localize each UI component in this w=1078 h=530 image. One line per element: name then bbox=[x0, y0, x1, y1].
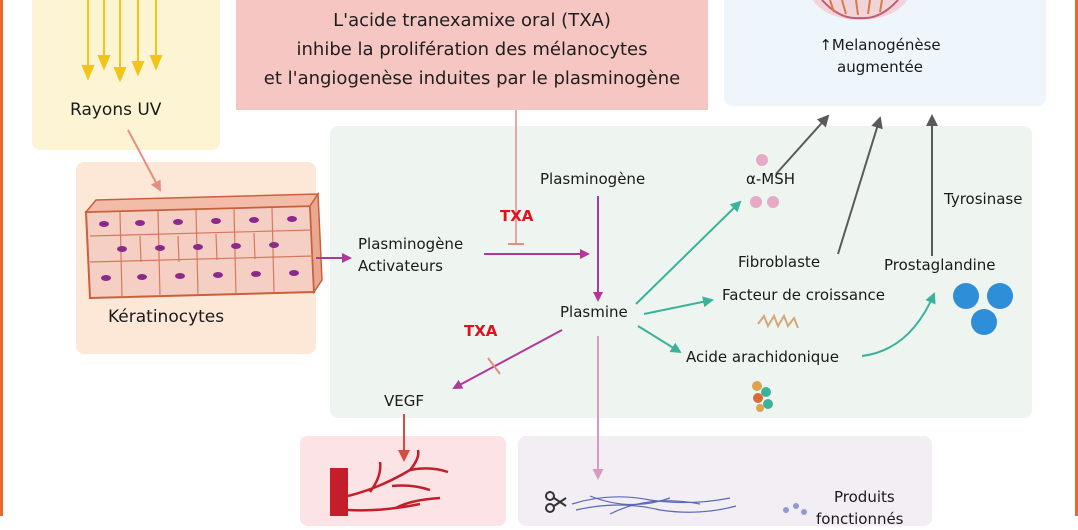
melanogenese-line1: ↑Melanogénèse bbox=[819, 36, 941, 54]
plasmine-label: Plasmine bbox=[560, 303, 628, 321]
products-panel bbox=[518, 436, 932, 526]
facteur-label: Facteur de croissance bbox=[722, 286, 885, 304]
frame-border-left bbox=[0, 0, 3, 516]
alpha-msh-label: α-MSH bbox=[746, 170, 796, 188]
blood-vessel-icon bbox=[330, 449, 449, 516]
uv-rays-icon bbox=[81, 0, 163, 83]
melanogenese-line2: augmentée bbox=[837, 58, 923, 76]
keratinocyte-tissue-icon bbox=[84, 191, 323, 300]
tyrosinase-label: Tyrosinase bbox=[944, 190, 1023, 208]
plasminogene-label: Plasminogène bbox=[540, 170, 646, 188]
melanocyte-icon bbox=[812, 0, 908, 20]
arrow-uv-keratinocytes bbox=[127, 129, 161, 192]
txa-summary-text: L'acide tranexamixe oral (TXA) inhibe la… bbox=[236, 6, 708, 93]
melanogenese-panel bbox=[724, 0, 1046, 106]
txa-summary-box bbox=[236, 0, 708, 110]
uv-panel bbox=[32, 0, 220, 150]
fragments-icon bbox=[783, 503, 807, 515]
arrow-plasmine-acide bbox=[637, 325, 682, 354]
scissors-icon bbox=[545, 491, 567, 513]
txa-top-label: TXA bbox=[500, 207, 534, 225]
produits-line1: Produits bbox=[834, 488, 895, 506]
activateurs-line1: Plasminogène bbox=[358, 235, 464, 253]
prostaglandine-molecule-icon bbox=[953, 283, 1013, 335]
produits-label: Produits fonctionnés bbox=[816, 486, 904, 530]
activateurs-line2: Activateurs bbox=[358, 257, 443, 275]
arrow-plasmine-vegf bbox=[452, 329, 563, 389]
frame-border-right bbox=[1075, 0, 1078, 516]
vegf-label: VEGF bbox=[384, 392, 424, 410]
diagram-graphics bbox=[0, 0, 1078, 516]
growth-factor-icon bbox=[757, 313, 799, 329]
fibrin-mesh-icon bbox=[571, 495, 737, 515]
arachidonic-acid-icon bbox=[752, 381, 773, 412]
uv-label: Rayons UV bbox=[70, 100, 162, 120]
txa-left-label: TXA bbox=[464, 322, 498, 340]
arrow-plasmine-msh bbox=[635, 200, 742, 305]
produits-line2: fonctionnés bbox=[816, 510, 904, 528]
melanogenese-label: ↑Melanogénèse augmentée bbox=[790, 34, 970, 78]
arrow-plasmine-facteur bbox=[643, 296, 714, 315]
arrow-fibroblaste-melanogenese bbox=[837, 116, 883, 255]
keratinocytes-label: Kératinocytes bbox=[108, 307, 225, 327]
pathway-panel bbox=[330, 126, 1032, 418]
txa-summary-line2: inhibe la prolifération des mélanocytes bbox=[296, 39, 648, 60]
txa-summary-line3: et l'angiogenèse induites par le plasmin… bbox=[263, 68, 681, 89]
txa-left-inhibitor-bar bbox=[487, 357, 501, 375]
activateurs-label: Plasminogène Activateurs bbox=[358, 233, 463, 277]
arrow-msh-melanogenese bbox=[775, 114, 830, 175]
acide-label: Acide arachidonique bbox=[686, 348, 840, 366]
arrow-acide-prostaglandine bbox=[861, 292, 936, 357]
fibroblaste-label: Fibroblaste bbox=[738, 253, 821, 271]
prostaglandine-label: Prostaglandine bbox=[884, 256, 996, 274]
msh-molecule-icon bbox=[750, 154, 779, 208]
txa-summary-line1: L'acide tranexamixe oral (TXA) bbox=[333, 10, 611, 31]
